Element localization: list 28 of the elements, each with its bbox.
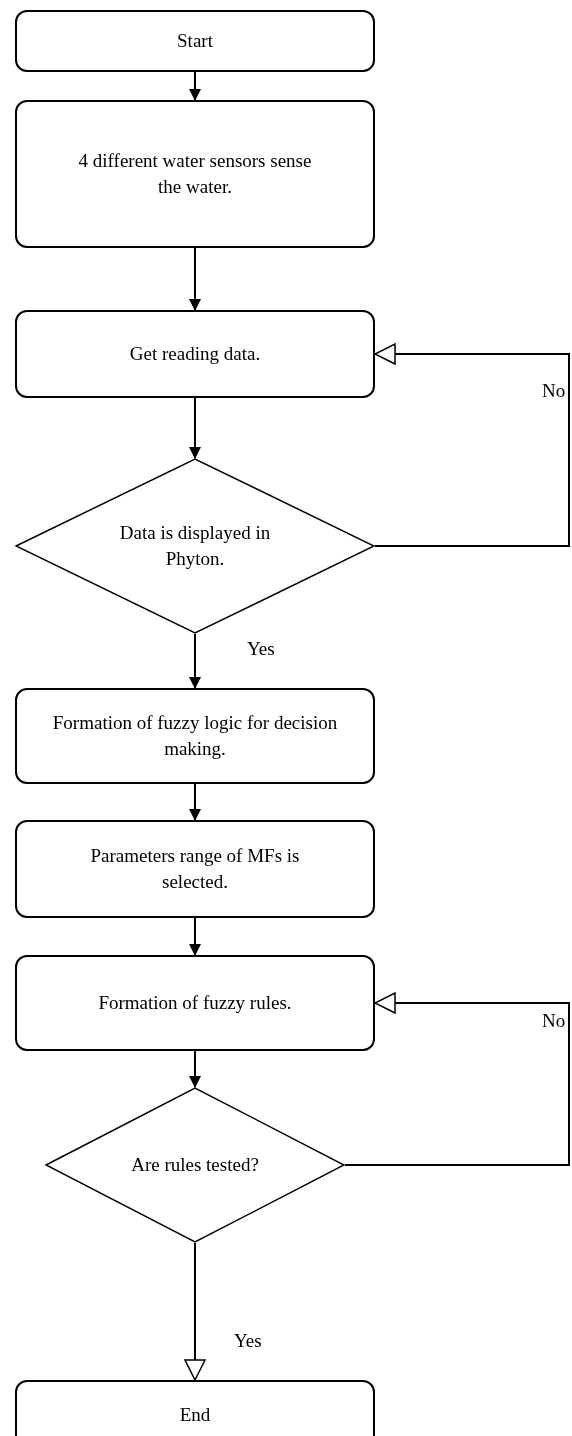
process-box xyxy=(15,688,375,784)
arrow xyxy=(374,343,570,547)
node-text: Formation of fuzzy logic for decision making. xyxy=(51,711,339,761)
arrow xyxy=(189,247,201,311)
process-box xyxy=(15,955,375,1051)
node-text: Data is displayed in Phyton. xyxy=(118,521,272,571)
decision-diamond xyxy=(45,1087,345,1243)
node-text: 4 different water sensors sense the water. xyxy=(77,149,313,199)
node-text: Get reading data. xyxy=(129,342,261,367)
process-box xyxy=(15,10,375,72)
node-text: Parameters range of MFs is selected. xyxy=(89,844,301,894)
process-box xyxy=(15,310,375,398)
arrow xyxy=(189,633,201,689)
node-text: End xyxy=(179,1403,211,1428)
arrow xyxy=(189,1050,201,1088)
arrow xyxy=(184,1242,206,1381)
node-text: Are rules tested? xyxy=(131,1153,259,1178)
node-text: Start xyxy=(177,29,213,54)
decision-diamond xyxy=(15,458,375,634)
arrow xyxy=(189,917,201,956)
process-box xyxy=(15,100,375,248)
process-box xyxy=(15,820,375,918)
arrow xyxy=(344,992,570,1166)
process-box xyxy=(15,1380,375,1436)
arrow xyxy=(189,71,201,101)
node-text: Formation of fuzzy rules. xyxy=(98,991,292,1016)
arrow xyxy=(189,783,201,821)
arrow xyxy=(189,397,201,459)
